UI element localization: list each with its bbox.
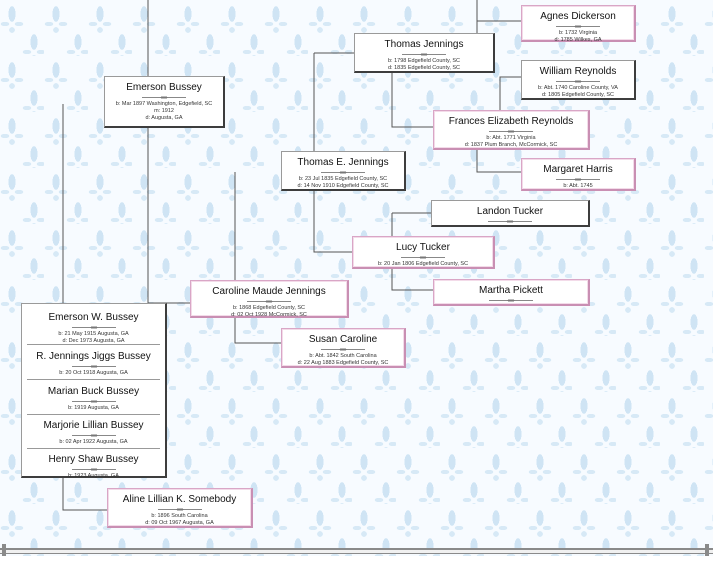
sibling-detail: d: Dec 1973 Augusta, GA	[62, 338, 125, 344]
ornament-divider-icon	[556, 24, 600, 29]
person-card-susan-caroline[interactable]: Susan Caroline b: Abt. 1842 South Caroli…	[281, 328, 406, 368]
person-detail: d: Augusta, GA	[145, 115, 183, 121]
person-detail: d: 02 Oct 1928 McCormick, SC	[231, 312, 307, 318]
sibling-card-marian-buck-bussey[interactable]: Marian Buck Bussey b: 1919 Augusta, GA	[22, 382, 165, 412]
sibling-name: Henry Shaw Bussey	[48, 454, 139, 465]
ornament-divider-icon	[71, 467, 116, 472]
chart-frame-corner-right	[705, 544, 709, 558]
person-detail: d: 1785 Wilkes, GA	[554, 37, 602, 43]
connector-line	[62, 478, 107, 511]
sibling-divider	[27, 448, 160, 449]
sibling-detail: b: 1919 Augusta, GA	[68, 405, 119, 411]
siblings-panel: Emerson W. Bussey b: 21 May 1915 Augusta…	[21, 303, 167, 479]
connector-line	[476, 0, 521, 22]
sibling-card-r-jennings-jiggs-bussey[interactable]: R. Jennings Jiggs Bussey b: 20 Oct 1918 …	[22, 347, 165, 377]
person-detail: d: 09 Oct 1967 Augusta, GA	[145, 520, 214, 526]
sibling-divider	[27, 414, 160, 415]
person-detail: b: Abt. 1771 Virginia	[486, 135, 536, 141]
person-name: Aline Lillian K. Somebody	[122, 494, 237, 505]
person-detail: b: 20 Jan 1806 Edgefield County, SC	[377, 261, 469, 267]
person-name: Lucy Tucker	[396, 242, 450, 253]
person-name: Caroline Maude Jennings	[212, 286, 326, 297]
sibling-divider	[27, 379, 160, 380]
sibling-divider	[27, 344, 160, 345]
ornament-divider-icon	[489, 298, 533, 303]
sibling-name: R. Jennings Jiggs Bussey	[36, 351, 151, 362]
person-detail: b: 1798 Edgefield County, SC	[387, 58, 461, 64]
person-card-lucy-tucker[interactable]: Lucy Tucker b: 20 Jan 1806 Edgefield Cou…	[352, 236, 495, 269]
ornament-divider-icon	[71, 325, 116, 330]
person-detail: b: 23 Jul 1835 Edgefield County, SC	[298, 176, 388, 182]
person-name: Thomas Jennings	[384, 39, 464, 50]
sibling-detail: b: 20 Oct 1918 Augusta, GA	[59, 370, 128, 376]
sibling-card-marjorie-lillian-bussey[interactable]: Marjorie Lillian Bussey b: 02 Apr 1922 A…	[22, 416, 165, 446]
person-name: Frances Elizabeth Reynolds	[448, 116, 574, 127]
chart-frame-bottom-border	[0, 548, 713, 554]
ornament-divider-icon	[157, 507, 202, 512]
ornament-divider-icon	[402, 52, 446, 57]
person-name: Thomas E. Jennings	[297, 157, 389, 168]
sibling-card-henry-shaw-bussey[interactable]: Henry Shaw Bussey b: 1923 Augusta, GA	[22, 450, 165, 479]
ornament-divider-icon	[556, 79, 600, 84]
person-detail: b: Abt. 1745	[563, 183, 593, 189]
person-detail: d: 1805 Edgefield County, SC	[541, 92, 615, 98]
person-detail: b: Mar 1897 Washington, Edgefield, SC	[115, 101, 213, 107]
person-detail: d: 1837 Plum Branch, McCormick, SC	[464, 142, 558, 148]
ornament-divider-icon	[556, 177, 600, 182]
person-detail: b: Abt. 1842 South Carolina	[309, 353, 377, 359]
person-name: Margaret Harris	[543, 164, 613, 175]
sibling-detail: b: 21 May 1915 Augusta, GA	[58, 331, 129, 337]
sibling-name: Marian Buck Bussey	[47, 386, 140, 397]
person-name: Landon Tucker	[476, 206, 544, 217]
ornament-divider-icon	[71, 364, 116, 369]
person-card-william-reynolds[interactable]: William Reynolds b: Abt. 1740 Caroline C…	[521, 60, 636, 100]
person-name: Emerson Bussey	[126, 82, 202, 93]
person-name: Martha Pickett	[479, 285, 543, 296]
person-detail: b: Abt. 1740 Caroline County, VA	[538, 85, 618, 91]
ornament-divider-icon	[488, 219, 532, 224]
connector-line	[391, 73, 433, 128]
connector-line	[147, 0, 190, 304]
person-detail: d: 14 Nov 1910 Edgefield County, SC	[297, 183, 389, 189]
person-card-emerson-bussey[interactable]: Emerson Bussey b: Mar 1897 Washington, E…	[104, 76, 225, 128]
sibling-name: Emerson W. Bussey	[48, 312, 139, 323]
ornament-divider-icon	[321, 170, 365, 175]
sibling-name: Marjorie Lillian Bussey	[43, 420, 144, 431]
ornament-divider-icon	[71, 433, 116, 438]
person-card-landon-tucker[interactable]: Landon Tucker	[431, 200, 590, 227]
person-card-caroline-maude-jennings[interactable]: Caroline Maude Jennings b: 1868 Edgefiel…	[190, 280, 349, 318]
connector-line	[476, 140, 521, 173]
person-card-martha-pickett[interactable]: Martha Pickett	[433, 279, 590, 306]
person-card-thomas-jennings[interactable]: Thomas Jennings b: 1798 Edgefield County…	[354, 33, 495, 73]
person-detail: d: 1835 Edgefield County, SC	[387, 65, 461, 71]
chart-frame-corner-left	[2, 544, 6, 558]
person-card-thomas-e-jennings[interactable]: Thomas E. Jennings b: 23 Jul 1835 Edgefi…	[281, 151, 406, 191]
ornament-divider-icon	[247, 299, 291, 304]
person-card-frances-elizabeth-reynolds[interactable]: Frances Elizabeth Reynolds b: Abt. 1771 …	[433, 110, 590, 150]
sibling-detail: b: 1923 Augusta, GA	[68, 473, 119, 479]
ornament-divider-icon	[401, 255, 445, 260]
ornament-divider-icon	[71, 399, 116, 404]
person-detail: d: 22 Aug 1883 Edgefield County, SC	[297, 360, 389, 366]
person-card-margaret-harris[interactable]: Margaret Harris b: Abt. 1745	[521, 158, 636, 191]
connector-line	[313, 53, 352, 253]
ornament-divider-icon	[489, 129, 533, 134]
page-bottom-margin	[0, 556, 713, 578]
person-detail: b: 1868 Edgefield County, SC	[232, 305, 306, 311]
person-name: Susan Caroline	[308, 334, 378, 345]
person-name: William Reynolds	[539, 66, 617, 77]
sibling-card-emerson-w-bussey[interactable]: Emerson W. Bussey b: 21 May 1915 Augusta…	[22, 308, 165, 344]
person-name: Agnes Dickerson	[540, 11, 616, 22]
person-card-agnes-dickerson[interactable]: Agnes Dickerson b: 1732 Virginia d: 1785…	[521, 5, 636, 43]
ornament-divider-icon	[321, 347, 365, 352]
person-card-aline-lillian-somebody[interactable]: Aline Lillian K. Somebody b: 1896 South …	[107, 488, 253, 528]
ornament-divider-icon	[142, 95, 186, 100]
person-detail: m: 1912	[154, 108, 174, 114]
person-detail: b: 1732 Virginia	[558, 30, 598, 36]
person-detail: b: 1896 South Carolina	[151, 513, 208, 519]
sibling-detail: b: 02 Apr 1922 Augusta, GA	[59, 439, 128, 445]
